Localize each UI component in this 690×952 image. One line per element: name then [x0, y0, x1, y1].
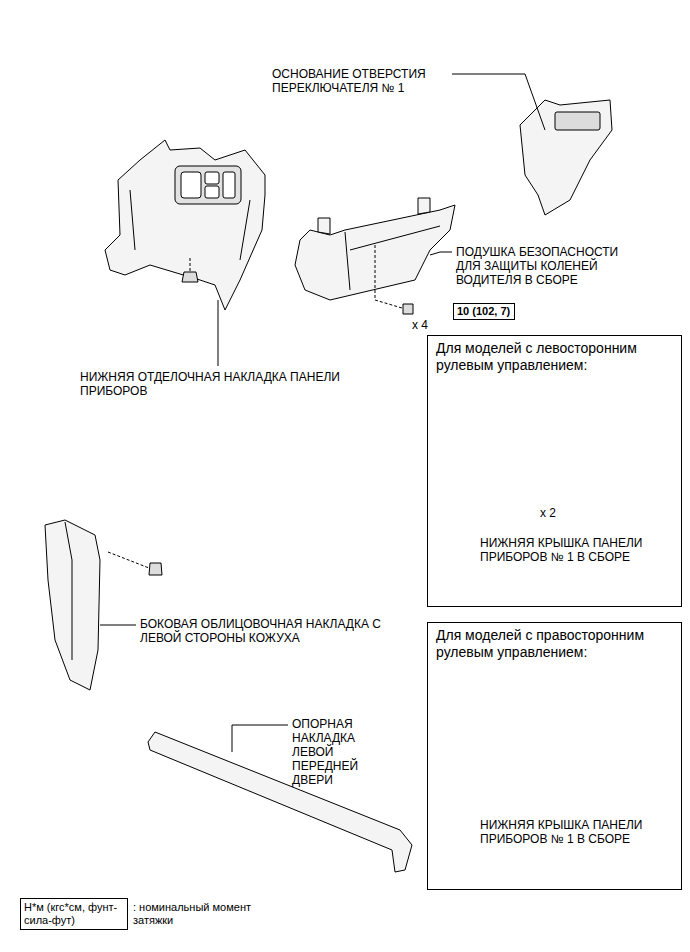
variant-panel: Для моделей с левосторонним рулевым упра…: [427, 335, 682, 607]
switch-button: [205, 172, 219, 184]
legend-text: : номинальный момент затяжки: [133, 901, 253, 927]
switch-cluster: [175, 166, 241, 204]
bolt: [403, 304, 413, 314]
switch-button: [181, 172, 201, 198]
torque-value: 10 (102, 7): [457, 305, 511, 318]
torque-box: 10 (102, 7): [453, 303, 515, 320]
leader-line: [100, 625, 136, 626]
door-scuff-plate: [148, 732, 412, 872]
leader-line: [430, 252, 452, 255]
leader-line: [232, 725, 288, 752]
switch-button: [223, 172, 235, 198]
leader-line: [218, 300, 219, 366]
part-label: БОКОВАЯ ОБЛИЦОВОЧНАЯ НАКЛАДКА С ЛЕВОЙ СТ…: [140, 617, 415, 645]
airbag-tab: [318, 218, 330, 234]
clip: [182, 272, 198, 282]
variant-panel: Для моделей с правосторонним рулевым упр…: [427, 622, 682, 890]
airbag-tab: [418, 198, 430, 214]
panel-heading: Для моделей с левосторонним рулевым упра…: [436, 340, 676, 374]
part-label: НИЖНЯЯ ОТДЕЛОЧНАЯ НАКЛАДКА ПАНЕЛИ ПРИБОР…: [80, 370, 380, 398]
switch-button: [205, 186, 219, 198]
trim-detail: [65, 522, 72, 660]
cowl-side-trim: [45, 520, 100, 690]
part-label: ОСНОВАНИЕ ОТВЕРСТИЯ ПЕРЕКЛЮЧАТЕЛЯ № 1: [272, 67, 450, 95]
quantity-label: x 4: [412, 318, 428, 332]
panel-edge: [130, 190, 250, 260]
switch-hole-base: [520, 100, 612, 215]
panel-heading: Для моделей с правосторонним рулевым упр…: [436, 627, 676, 661]
leader-line: [452, 74, 545, 130]
airbag-detail: [345, 226, 440, 290]
legend-box: Н*м (кгс*см, фунт-сила-фут): номинальный…: [20, 898, 128, 930]
part-label: НИЖНЯЯ КРЫШКА ПАНЕЛИ ПРИБОРОВ № 1 В СБОР…: [480, 536, 670, 564]
lower-finish-panel: [105, 140, 265, 310]
clip: [149, 563, 162, 575]
quantity-label: x 2: [540, 506, 556, 520]
switch-hole: [555, 112, 600, 130]
unit-text: Н*м (кгс*см, фунт-сила-фут): [24, 901, 124, 927]
part-label: НИЖНЯЯ КРЫШКА ПАНЕЛИ ПРИБОРОВ № 1 В СБОР…: [480, 818, 670, 846]
part-label: ОПОРНАЯ НАКЛАДКА ЛЕВОЙ ПЕРЕДНЕЙ ДВЕРИ: [292, 717, 370, 787]
part-label: ПОДУШКА БЕЗОПАСНОСТИ ДЛЯ ЗАЩИТЫ КОЛЕНЕЙ …: [456, 245, 638, 287]
